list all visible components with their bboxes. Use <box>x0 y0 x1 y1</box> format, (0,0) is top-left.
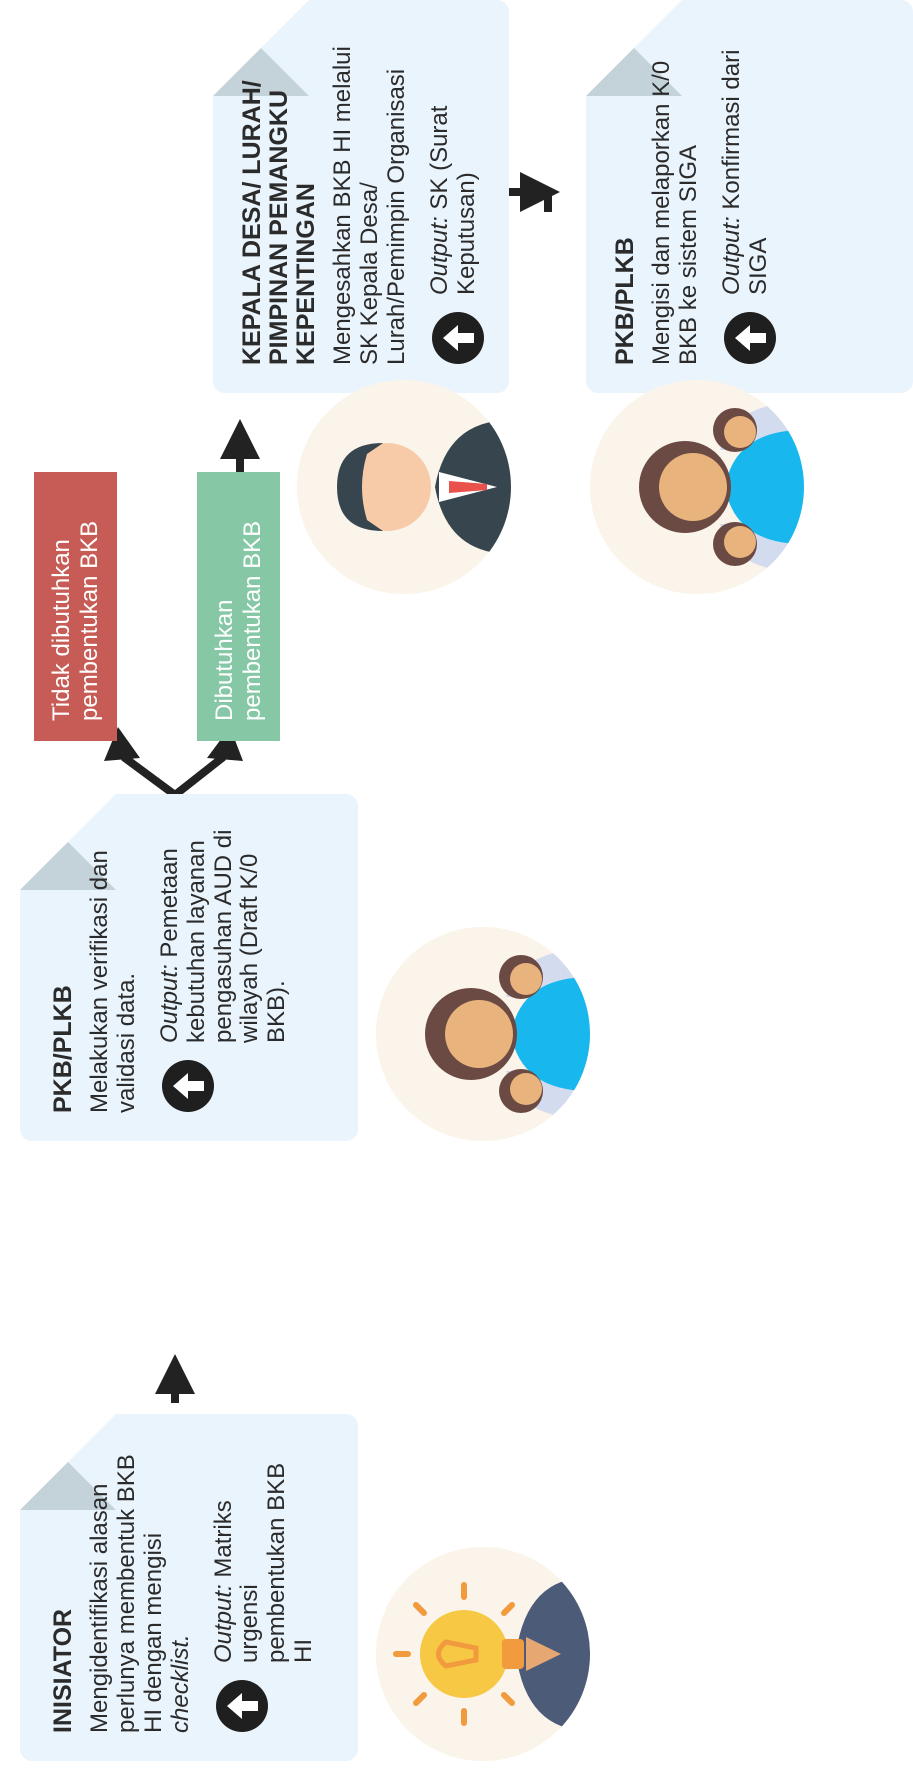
upload-arrow-icon <box>215 1679 269 1733</box>
lightbulb-person-avatar <box>376 1547 590 1761</box>
official-in-suit-avatar <box>297 380 511 594</box>
decision-not-needed: Tidak dibutuhkan pembentukan BKB <box>34 472 117 741</box>
arrowhead-not-needed <box>104 727 140 761</box>
group-of-women-avatar <box>376 927 590 1141</box>
upload-arrow-icon <box>431 311 485 365</box>
step-description: Melakukan verifikasi dan validasi data. <box>86 850 140 1113</box>
upload-arrow-icon <box>161 1059 215 1113</box>
step-description: Mengesahkan BKB HI melalui SK Kepala Des… <box>329 46 410 365</box>
decision-not-needed-label: Tidak dibutuhkan pembentukan BKB <box>47 520 103 721</box>
group-of-women-avatar <box>590 380 804 594</box>
step-output: Output: Konfirmasi dari SIGA <box>719 26 777 365</box>
step-title: INISIATOR <box>49 1608 77 1733</box>
step-card-initiator: INISIATOR Mengidentifikasi alasan perlun… <box>20 1414 358 1761</box>
arrowhead-needed <box>207 727 243 761</box>
step-output: Output: SK (Surat Keputusan) <box>427 26 485 365</box>
step-description: Mengidentifikasi alasan perlunya membent… <box>86 1454 194 1733</box>
step-output: Output: Matriks urgensi pembentukan BKB … <box>211 1440 319 1733</box>
step-title: PKB/PLKB <box>49 985 77 1113</box>
step-output: Output: Pemetaan kebutuhan layanan penga… <box>157 820 291 1113</box>
decision-needed-label: Dibutuhkan pembentukan BKB <box>210 520 266 721</box>
upload-arrow-icon <box>723 311 777 365</box>
step-card-pkb-siga: PKB/PLKB Mengisi dan melaporkan K/0 BKB … <box>586 0 913 393</box>
step-description: Mengisi dan melaporkan K/0 BKB ke sistem… <box>648 60 702 365</box>
decision-needed: Dibutuhkan pembentukan BKB <box>197 472 280 741</box>
step-title: KEPALA DESA/ LURAH/ PIMPINAN PEMANGKU KE… <box>238 80 320 365</box>
step-card-kepala-desa: KEPALA DESA/ LURAH/ PIMPINAN PEMANGKU KE… <box>213 0 509 393</box>
step-title: PKB/PLKB <box>611 237 639 365</box>
step-card-pkb-verification: PKB/PLKB Melakukan verifikasi dan valida… <box>20 794 358 1141</box>
